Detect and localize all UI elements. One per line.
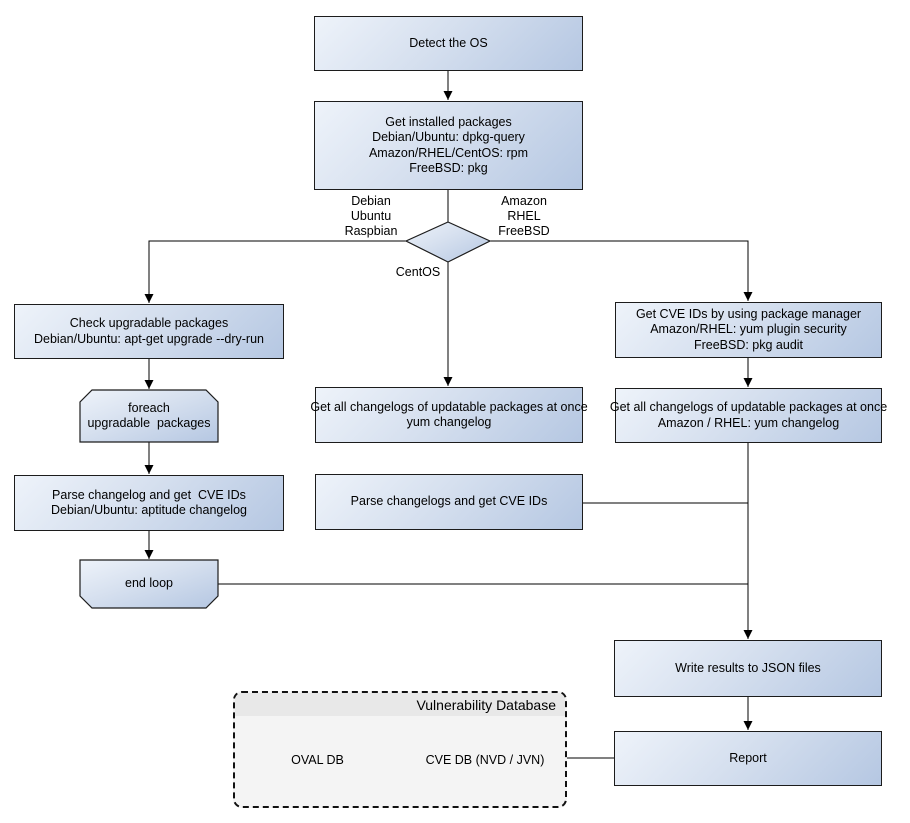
vulnerability-database-title: Vulnerability Database: [235, 693, 565, 716]
branch-label-amazon-rhel-freebsd: Amazon RHEL FreeBSD: [498, 194, 550, 238]
decision-diamond: [404, 221, 492, 263]
edge-decision-to-check-upgradable: [144, 240, 406, 303]
node-parse-changelog-debian: Parse changelog and get CVE IDs Debian/U…: [14, 475, 284, 531]
branch-label-debian-ubuntu-raspbian: Debian Ubuntu Raspbian: [344, 194, 398, 238]
end-loop-shape: [79, 559, 219, 609]
vulnerability-database-container: Vulnerability Database: [233, 691, 567, 808]
node-parse-changelogs-centos: Parse changelogs and get CVE IDs: [315, 474, 583, 530]
branch-label-centos: CentOS: [395, 265, 441, 279]
oval-db-label: OVAL DB: [291, 753, 344, 768]
node-check-upgradable-packages: Check upgradable packages Debian/Ubuntu:…: [14, 304, 284, 359]
node-end-loop-label: end loop: [125, 576, 173, 591]
node-report: Report: [614, 731, 882, 786]
node-get-changelogs-centos: Get all changelogs of updatable packages…: [310, 387, 588, 443]
node-get-cve-ids-package-manager: Get CVE IDs by using package manager Ama…: [615, 302, 882, 358]
node-get-installed-packages: Get installed packages Debian/Ubuntu: dp…: [314, 101, 583, 190]
edge-decision-to-get-cve-ids: [490, 240, 753, 301]
node-write-results-json: Write results to JSON files: [614, 640, 882, 697]
foreach-loop-shape: [79, 389, 219, 443]
node-detect-os: Detect the OS: [314, 16, 583, 71]
node-get-changelogs-amazon-rhel: Get all changelogs of updatable packages…: [610, 388, 887, 443]
cve-db-label: CVE DB (NVD / JVN): [425, 753, 545, 768]
node-foreach-label: foreach upgradable packages: [87, 400, 211, 431]
